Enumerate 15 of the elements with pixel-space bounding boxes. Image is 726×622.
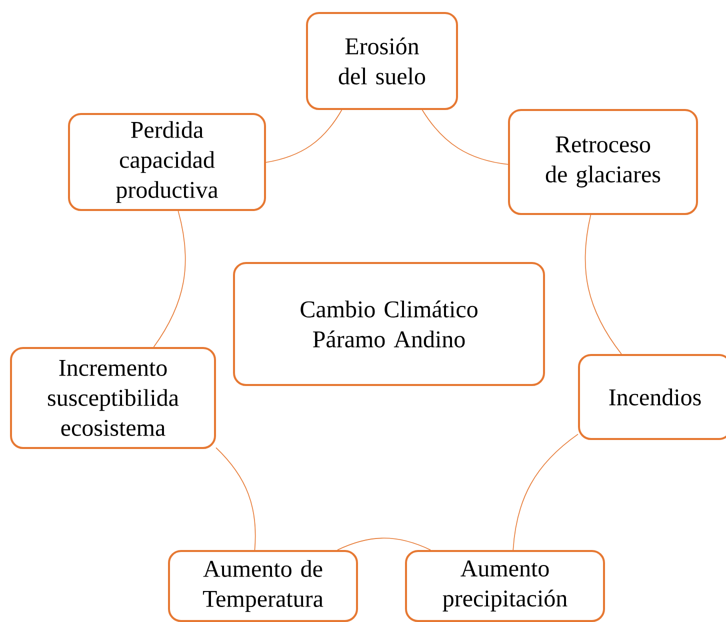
cause-box: Incremento susceptibilida ecosistema [10,347,216,449]
cause-box: Aumento precipitación [405,550,605,622]
center-box: Cambio Climático Páramo Andino [233,262,545,386]
circle-arc [266,110,342,163]
circle-arc [584,214,622,354]
circle-arc [512,434,578,550]
cause-box: Aumento de Temperatura [168,550,358,622]
cause-box: Retroceso de glaciares [508,109,698,215]
circle-arc [422,110,508,165]
cause-box: Perdida capacidad productiva [68,113,266,211]
circle-arc [216,447,256,550]
cause-box: Incendios [578,354,726,440]
cause-box: Erosión del suelo [306,12,458,110]
circle-arc [153,210,186,348]
circle-arc [337,538,431,550]
